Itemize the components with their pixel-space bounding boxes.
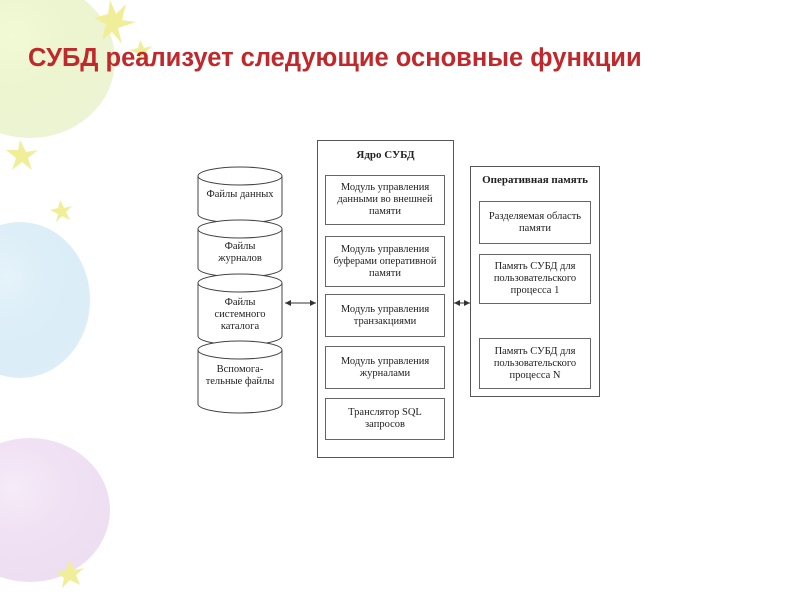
module-sql-translator: Транслятор SQL запросов: [325, 398, 445, 440]
sparkle-decor: [6, 0, 152, 588]
process-memory-block-1: Память СУБД для пользовательского процес…: [479, 254, 591, 304]
arrow-head-right-2: [464, 300, 470, 306]
cylinder-aux-files: [197, 340, 283, 414]
arrow-head-left: [285, 300, 291, 306]
arrow-head-right: [310, 300, 316, 306]
slide-title: СУБД реализует следующие основные функци…: [28, 44, 642, 72]
balloon-blue: [0, 222, 90, 378]
module-journals: Модуль управления журналами: [325, 346, 445, 389]
balloon-green: [0, 0, 115, 138]
file-label-aux: Вспомога-тельные файлы: [205, 364, 275, 387]
ram-title: Оперативная память: [482, 174, 588, 186]
arrow-head-left-2: [454, 300, 460, 306]
cylinder-catalog-files: [197, 273, 283, 346]
module-transactions: Модуль управления транзакциями: [325, 294, 445, 337]
dbms-core-title: Ядро СУБД: [356, 149, 415, 161]
file-label-catalog: Файлы системного каталога: [214, 297, 266, 332]
module-external-memory: Модуль управления данными во внешней пам…: [325, 175, 445, 225]
file-label-logs: Файлы журналов: [218, 241, 262, 264]
process-memory-block-n: Память СУБД для пользовательского процес…: [479, 338, 591, 389]
balloon-purple: [0, 438, 110, 582]
cylinder-data-files: [197, 166, 283, 224]
module-buffer-manager: Модуль управления буферами оперативной п…: [325, 236, 445, 287]
file-label-data: Файлы данных: [206, 189, 274, 200]
shared-memory-block: Разделяемая область памяти: [479, 201, 591, 244]
